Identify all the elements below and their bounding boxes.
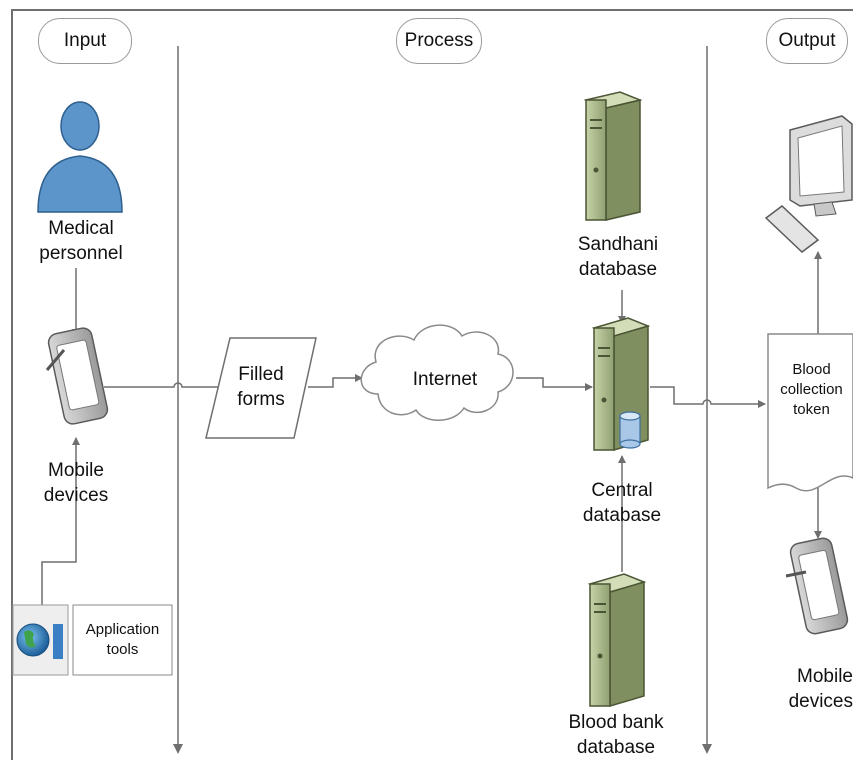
arrow-tools-to-mobile: [41, 437, 80, 605]
label-internet: Internet: [412, 369, 478, 390]
outer-frame: [11, 9, 853, 760]
database-cylinder-icon: [619, 411, 641, 449]
filled-forms-shape: [205, 337, 317, 439]
internet-cloud-shape: [360, 324, 514, 421]
phase-output: Output: [766, 18, 848, 64]
mobile-device-output-icon: [785, 537, 849, 635]
phase-input: Input: [38, 18, 132, 64]
mobile-device-icon: [45, 327, 109, 425]
blood-bank-server-icon: [587, 573, 647, 708]
phase-process: Process: [396, 18, 482, 64]
swimlane-divider-2: [702, 46, 712, 754]
arrow-forms-to-internet: [308, 374, 363, 388]
sandhani-server-icon: [583, 91, 643, 221]
application-tools-box: [72, 604, 173, 676]
computer-icon: [764, 115, 853, 253]
arrow-mobile-to-forms: [104, 382, 229, 391]
swimlane-divider-1: [173, 46, 183, 754]
person-icon: [37, 101, 123, 213]
arrow-central-to-token: [650, 386, 766, 408]
application-icon: [12, 604, 69, 676]
blood-collection-token-shape: [767, 333, 853, 492]
arrow-internet-to-central: [516, 377, 593, 391]
